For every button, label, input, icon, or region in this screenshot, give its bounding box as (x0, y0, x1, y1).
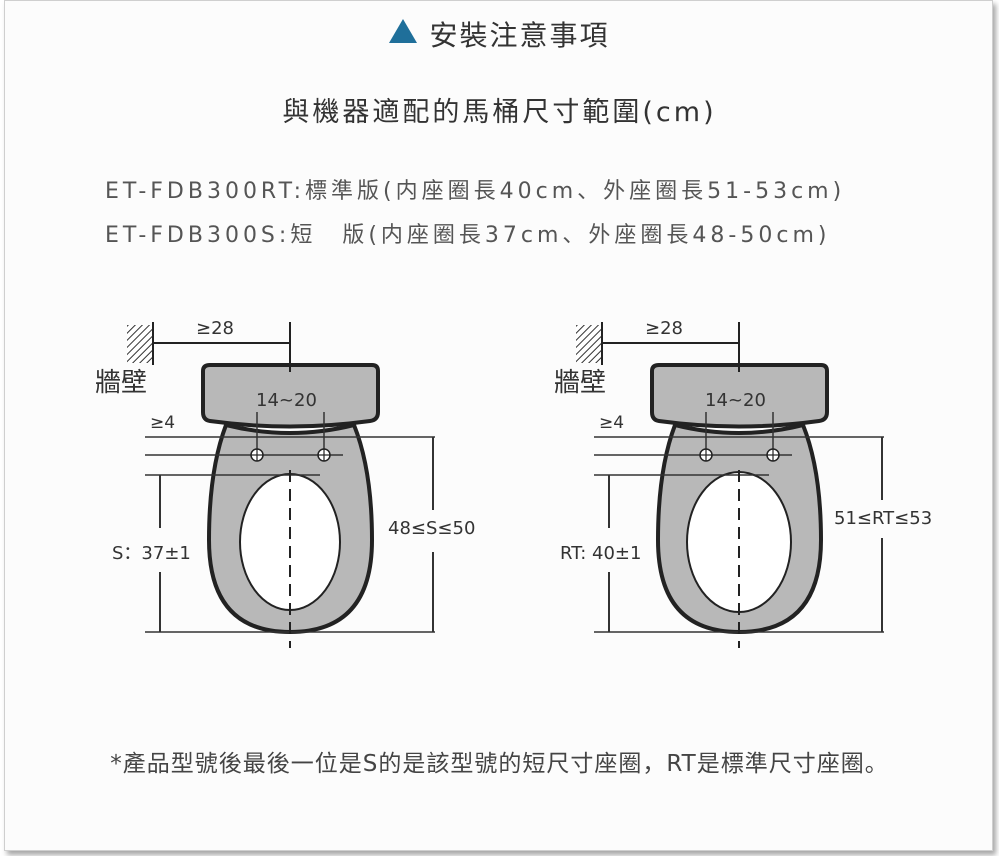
wall-label: 牆壁 (95, 368, 147, 398)
wall-hatch (576, 325, 602, 363)
wall-distance-label: ≥28 (645, 318, 683, 339)
section-header: 安裝注意事項 (0, 14, 999, 54)
hole-spacing-label: 14~20 (256, 390, 317, 411)
wall-distance-label: ≥28 (196, 318, 234, 339)
inner-length-label: S：37±1 (112, 543, 191, 564)
hole-spacing-label: 14~20 (705, 390, 766, 411)
diagram-subtitle: 與機器適配的馬桶尺寸範圍(cm) (282, 97, 717, 128)
edge-distance-label: ≥4 (599, 413, 624, 433)
tank (201, 363, 380, 429)
diagram-short: ≥28 牆壁 14~20 ≥4 S：37±1 48≤S≤50 (95, 318, 475, 648)
tank (650, 363, 829, 429)
section-title: 安裝注意事項 (429, 19, 610, 52)
wall-label: 牆壁 (554, 368, 606, 398)
footnote: *產品型號後最後一位是S的是該型號的短尺寸座圈，RT是標準尺寸座圈。 (110, 751, 889, 777)
edge-distance-label: ≥4 (150, 413, 175, 433)
outer-length-label: 51≤RT≤53 (834, 508, 932, 529)
wall-hatch (127, 325, 153, 363)
spec-line-s: ET-FDB300S:短 版(内座圈長37cm、外座圈長48-50cm) (105, 223, 831, 248)
triangle-up-icon (389, 19, 418, 43)
diagram-standard: ≥28 牆壁 14~20 ≥4 RT: 40±1 51≤RT≤53 (554, 318, 932, 648)
inner-length-label: RT: 40±1 (560, 543, 641, 564)
figure-frame (4, 0, 993, 851)
outer-length-label: 48≤S≤50 (388, 518, 475, 539)
spec-line-rt: ET-FDB300RT:標準版(内座圈長40cm、外座圈長51-53cm) (105, 179, 846, 204)
